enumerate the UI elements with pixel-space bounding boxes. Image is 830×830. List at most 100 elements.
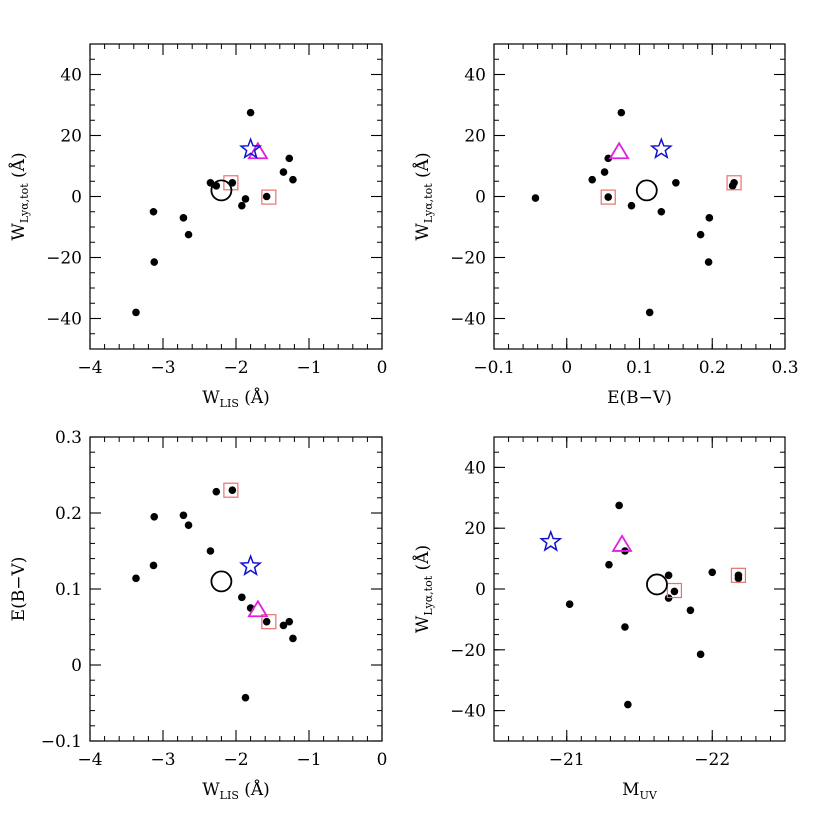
square-marker [730,567,747,583]
y-tick-label: 40 [464,66,486,86]
data-point [604,193,613,201]
data-point [696,230,705,239]
x-tick-label: 0.2 [699,358,726,378]
x-tick-label: 0 [377,358,388,378]
data-point [708,568,717,577]
data-point [212,487,221,496]
data-point [241,693,250,702]
x-tick-label: −1 [296,750,321,770]
y-tick-label: −20 [450,249,486,269]
data-point [228,486,237,495]
x-axis-label: MUV [622,780,658,802]
plot-frame [89,436,383,742]
data-point [605,560,613,569]
data-point [279,168,288,176]
x-tick-label: −2 [223,358,248,378]
y-tick-label: −20 [450,641,486,661]
data-point [150,258,159,266]
y-tick-label: −40 [46,310,82,330]
data-point [624,700,632,709]
data-point [565,600,574,608]
x-tick-label: −1 [296,358,321,378]
star-marker [239,554,263,577]
y-tick-label: 0 [71,188,82,208]
x-tick-label: −0.1 [473,358,514,378]
y-tick-label: −0.1 [41,732,82,752]
y-axis-label: WLyα,tot (Å) [412,545,435,633]
data-point [241,195,250,203]
data-point [285,617,294,626]
star-marker [649,137,673,160]
data-point [645,308,654,317]
data-point [246,108,255,117]
data-point [705,214,714,222]
data-point [670,587,679,596]
data-point [704,258,713,266]
x-tick-label: −4 [77,750,102,770]
data-point [132,574,140,583]
open-circle-marker [210,570,233,593]
data-point [262,617,271,626]
triangle-marker [247,141,269,160]
data-point [184,230,193,239]
x-tick-label: −4 [77,358,102,378]
x-tick-label: 0.1 [626,358,653,378]
data-point [600,168,609,176]
data-point [149,561,158,570]
data-point [238,593,246,602]
star-marker [539,529,563,552]
x-tick-label: −2 [223,750,248,770]
data-point [289,175,297,184]
x-tick-label: −3 [150,750,175,770]
x-tick-label: 0 [377,750,388,770]
data-point [696,650,705,659]
data-point [238,201,246,210]
data-point [672,178,680,187]
y-tick-label: 40 [60,66,82,86]
data-point [657,207,666,216]
x-axis-label: WLIS (Å) [202,387,270,410]
data-point [149,207,158,216]
x-tick-label: −3 [150,358,175,378]
data-point [285,154,294,163]
data-point [617,108,626,117]
square-marker [600,189,616,205]
data-point [615,501,623,510]
y-tick-label: 0.2 [55,504,82,524]
y-tick-label: 0.1 [55,580,82,600]
y-tick-label: 0 [475,580,486,600]
square-marker [261,614,277,630]
data-point [206,547,215,555]
y-axis-label: WLyα,tot (Å) [8,152,31,240]
data-point [262,192,271,201]
x-axis-label: WLIS (Å) [202,779,270,802]
x-tick-label: −21 [549,750,585,770]
y-tick-label: 20 [60,127,82,147]
square-marker [223,482,239,498]
plot-frame [89,43,383,350]
data-point [289,634,297,643]
y-tick-label: −40 [450,702,486,722]
data-point [604,154,613,163]
y-tick-label: −40 [450,310,486,330]
y-tick-label: 20 [464,127,486,147]
data-point [627,201,636,210]
data-point [132,308,140,317]
data-point [279,621,288,630]
x-tick-label: −22 [694,750,730,770]
data-point [184,521,193,529]
x-axis-label: E(B−V) [607,388,672,408]
plot-frame [493,436,786,742]
data-point [531,194,540,202]
square-marker [666,582,683,599]
y-axis-label: WLyα,tot (Å) [412,152,435,240]
triangle-marker [247,599,269,618]
x-tick-label: 0 [561,358,572,378]
data-point [734,571,743,580]
y-axis-label: E(B−V) [9,557,29,622]
y-tick-label: 0 [475,188,486,208]
